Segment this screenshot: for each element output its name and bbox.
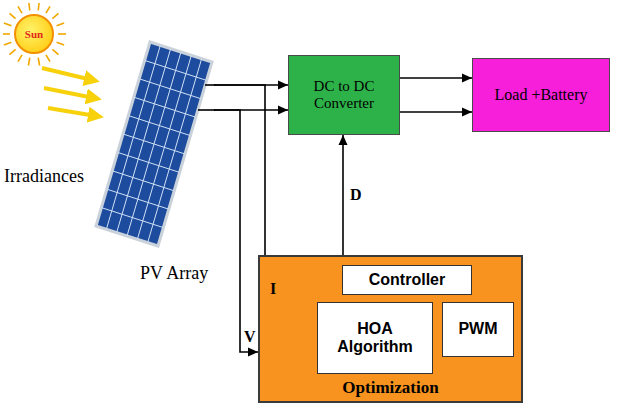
node-label: HOA Algorithm xyxy=(318,320,432,357)
connector-line xyxy=(400,111,472,113)
connector-line xyxy=(214,110,258,352)
optimization-box: Optimization ControllerHOA Algorithm PWM xyxy=(258,255,523,403)
connector-line xyxy=(400,77,472,79)
ray-arrow xyxy=(48,108,96,116)
ray-arrow xyxy=(42,68,92,80)
terminal-wire xyxy=(205,84,215,86)
edge-label: I xyxy=(270,280,276,298)
algorithm-box: HOA Algorithm xyxy=(317,302,433,374)
arrow-head xyxy=(462,74,472,83)
annotation-label: Irradiances xyxy=(4,166,84,187)
node-label: PV Array xyxy=(140,263,208,284)
sun-rays xyxy=(3,3,66,66)
panel-terminals xyxy=(198,85,215,110)
edge-label: V xyxy=(244,328,256,346)
edge-label: D xyxy=(350,186,362,204)
signal-arrow xyxy=(214,110,258,357)
node-label: Sun xyxy=(21,28,47,41)
node-label: Controller xyxy=(365,271,449,289)
arrow-head xyxy=(248,348,258,357)
terminal-wire xyxy=(198,109,215,111)
arrow-head xyxy=(278,81,288,90)
arrow-head xyxy=(339,135,348,145)
pv-panel xyxy=(96,42,212,246)
connector-line xyxy=(342,135,344,255)
irradiance-arrows xyxy=(42,68,96,116)
node-label: Load +Battery xyxy=(491,86,592,104)
node-label: PWM xyxy=(454,320,501,338)
sun-circle: Sun xyxy=(14,14,54,54)
pwm-box: PWM xyxy=(442,302,514,357)
controller-box: Controller xyxy=(342,265,472,295)
signal-arrow xyxy=(400,74,472,83)
arrow-head xyxy=(462,108,472,117)
arrow-head xyxy=(278,106,288,115)
converter-box: DC to DC Converter xyxy=(288,55,400,135)
pv-array: PV Array xyxy=(92,38,214,288)
signal-arrow xyxy=(339,135,348,255)
signal-arrow xyxy=(400,108,472,117)
node-label: Optimization xyxy=(260,378,521,398)
node-label: DC to DC Converter xyxy=(289,78,399,113)
ray-arrow xyxy=(44,88,94,98)
load-box: Load +Battery xyxy=(472,58,610,132)
